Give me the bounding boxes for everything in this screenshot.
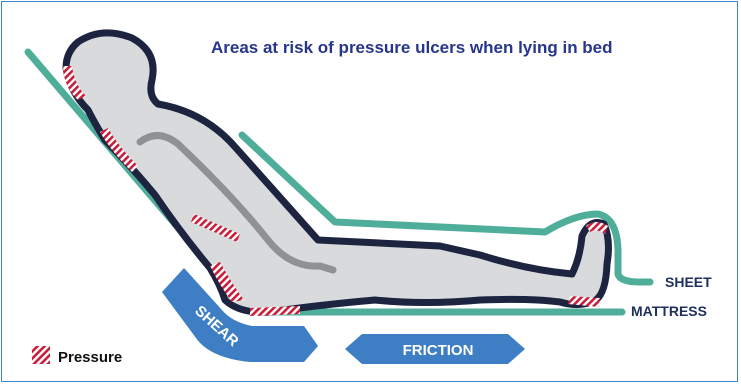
friction-label: FRICTION [403, 342, 474, 359]
pressure-zone-heel [568, 296, 600, 307]
pressure-zone-elbow [191, 214, 240, 242]
sheet-line [238, 131, 654, 286]
pressure-zone-sacrum [250, 306, 300, 316]
friction-arrow [345, 334, 525, 364]
pressure-zone-head [63, 66, 86, 100]
sheet-label: SHEET [665, 274, 712, 290]
pressure-legend-label: Pressure [58, 349, 122, 366]
pressure-legend-swatch [32, 346, 50, 364]
mattress-label: MATTRESS [631, 303, 707, 319]
diagram-title: Areas at risk of pressure ulcers when ly… [211, 38, 613, 57]
arm-shape [136, 132, 337, 274]
pressure-zone-hip [210, 262, 244, 302]
shear-arrow [162, 268, 318, 362]
pressure-zone-shoulder [100, 128, 138, 172]
pressure-zone-toes [586, 222, 608, 234]
body-silhouette [62, 29, 612, 316]
